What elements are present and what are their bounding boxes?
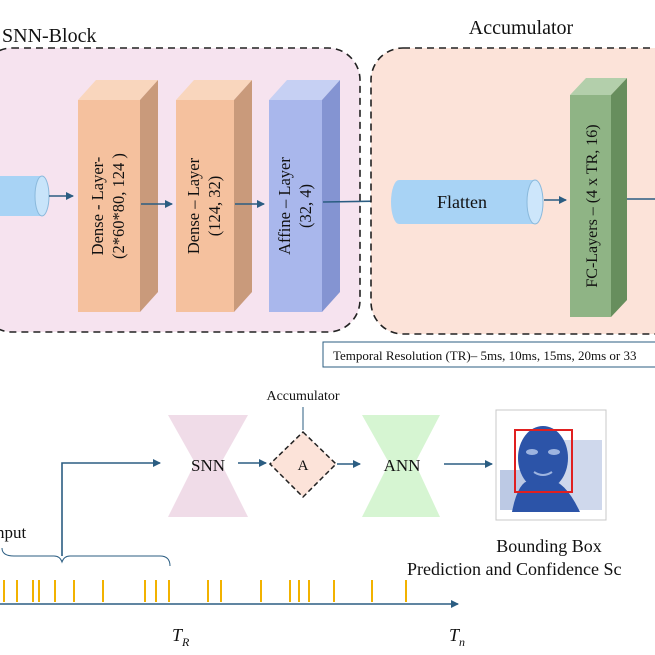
temporal-resolution-box <box>322 341 655 368</box>
fc-layers-label: FC-Layers – (4 x TR, 16) <box>584 124 601 287</box>
dense-layer-2-label: Dense – Layer <box>184 157 203 254</box>
fc-layers: FC-Layers – (4 x TR, 16) <box>570 78 627 317</box>
accumulator-block-title: Accumulator <box>469 17 574 39</box>
affine-layer-dims: (32, 4) <box>296 184 315 228</box>
snn-node-label: SNN <box>191 456 225 475</box>
output-image <box>495 409 607 521</box>
input-window-brace <box>1 547 171 567</box>
input-label: nput <box>0 523 27 542</box>
dense-layer-2: Dense – Layer (124, 32) <box>176 80 252 312</box>
output-label-line2: Prediction and Confidence Sc <box>407 559 621 579</box>
input-to-snn-arrow <box>61 459 161 556</box>
snn-node: SNN <box>168 415 248 517</box>
dense-layer-1-label: Dense - Layer- <box>88 157 107 256</box>
flatten-label: Flatten <box>437 192 487 212</box>
affine-layer: Affine – Layer (32, 4) <box>269 80 340 312</box>
tn-label: Tn <box>449 625 465 649</box>
dense-layer-1-dims: (2*60*80, 124 ) <box>109 153 128 259</box>
flatten-cylinder: Flatten <box>391 179 544 225</box>
snn-block-title: SNN-Block <box>2 25 96 47</box>
temporal-resolution-text: Temporal Resolution (TR)– 5ms, 10ms, 15m… <box>333 348 637 363</box>
tr-label: TR <box>172 625 190 649</box>
spike-train <box>3 580 407 602</box>
accumulator-node-symbol: A <box>298 458 309 474</box>
ann-node: ANN <box>362 415 440 517</box>
ann-node-label: ANN <box>384 456 421 475</box>
dense-layer-1: Dense - Layer- (2*60*80, 124 ) <box>78 80 158 312</box>
affine-layer-label: Affine – Layer <box>275 157 294 255</box>
output-label-line1: Bounding Box <box>496 536 602 556</box>
input-cylinder <box>0 175 50 217</box>
dense-layer-2-dims: (124, 32) <box>205 176 224 237</box>
accumulator-label: Accumulator <box>266 389 339 404</box>
accumulator-node: A <box>268 430 338 499</box>
